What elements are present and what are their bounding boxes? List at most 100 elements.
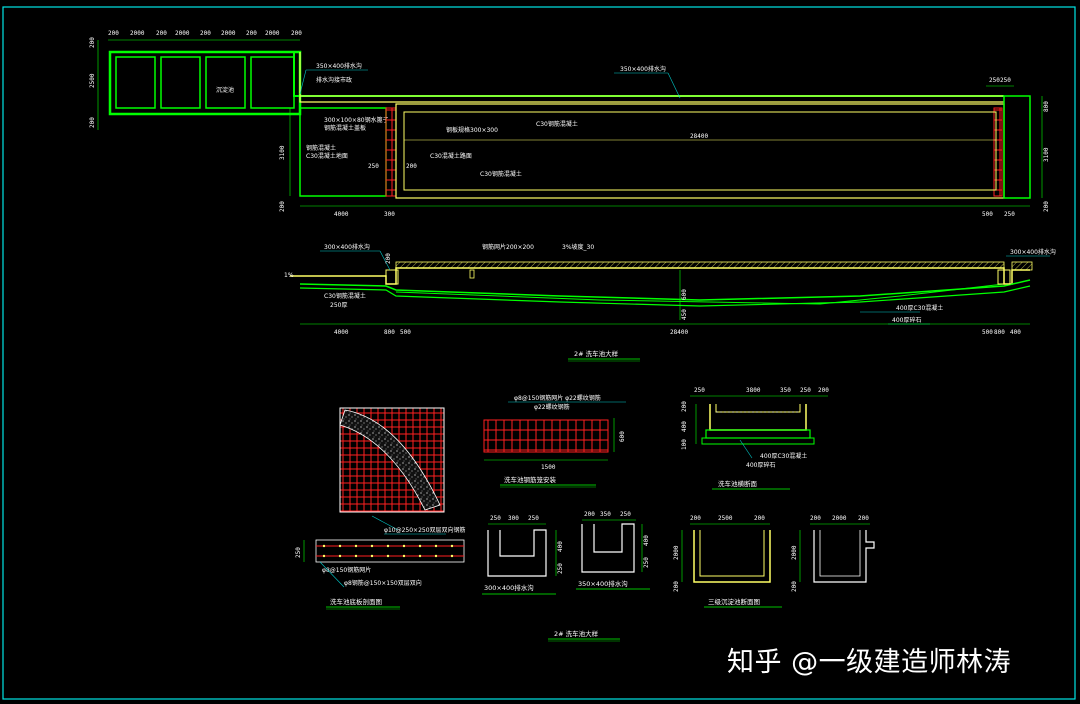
svg-text:2000: 2000 (673, 545, 680, 560)
svg-text:1500: 1500 (541, 464, 556, 471)
svg-text:钢板规格300×300: 钢板规格300×300 (446, 126, 498, 134)
svg-text:500: 500 (982, 329, 993, 336)
svg-text:2000: 2000 (130, 30, 145, 37)
svg-text:200: 200 (89, 117, 96, 128)
svg-text:2000: 2000 (221, 30, 236, 37)
svg-text:300×400排水沟: 300×400排水沟 (324, 243, 370, 251)
svg-text:洗车池横断面: 洗车池横断面 (718, 479, 758, 488)
svg-text:300×100×80钢水篦子: 300×100×80钢水篦子 (324, 116, 389, 124)
sed-label: 沉淀池 (216, 86, 234, 94)
svg-text:300: 300 (384, 211, 395, 218)
detail-sed-2: 200 2000 200 2000 200 (791, 515, 875, 592)
svg-text:200: 200 (89, 37, 96, 48)
svg-text:200: 200 (108, 30, 119, 37)
detail-drain-350: 200 350 250 400 250 350×400排水沟 (576, 511, 650, 590)
detail-mesh: φ10@250×250双层双向钢筋 (339, 407, 466, 535)
svg-text:250: 250 (368, 163, 379, 170)
svg-text:2000: 2000 (265, 30, 280, 37)
svg-text:400厚碎石: 400厚碎石 (892, 316, 921, 324)
svg-text:300×400排水沟: 300×400排水沟 (1010, 248, 1056, 256)
long-section: 300×400排水沟 钢筋网片200×200 3%坡度_30 300×400排水… (284, 243, 1056, 336)
svg-text:4000: 4000 (334, 211, 349, 218)
svg-text:C30混凝土地面: C30混凝土地面 (306, 152, 348, 160)
svg-text:φ8@150钢筋网片 φ22螺纹钢筋: φ8@150钢筋网片 φ22螺纹钢筋 (514, 394, 601, 402)
svg-text:400: 400 (1010, 329, 1021, 336)
svg-text:250: 250 (557, 563, 564, 574)
note-drain-top: 350×400排水沟 (316, 62, 362, 70)
wash-pool-outer (395, 103, 1005, 199)
svg-text:200: 200 (681, 401, 688, 412)
svg-text:200: 200 (858, 515, 869, 522)
svg-text:800: 800 (1043, 101, 1050, 112)
svg-text:φ8@150钢筋网片: φ8@150钢筋网片 (322, 566, 371, 574)
svg-text:600: 600 (681, 289, 688, 300)
svg-text:4000: 4000 (334, 329, 349, 336)
svg-text:200: 200 (1043, 201, 1050, 212)
svg-text:250厚: 250厚 (330, 302, 347, 309)
svg-text:250: 250 (800, 387, 811, 394)
svg-text:250: 250 (989, 77, 1000, 84)
svg-text:250: 250 (620, 511, 631, 518)
svg-text:400厚C30混凝土: 400厚C30混凝土 (760, 452, 807, 460)
svg-text:250: 250 (694, 387, 705, 394)
svg-text:600: 600 (619, 431, 626, 442)
detail-sed-1: 200 2500 200 2000 200 三级沉淀池断面图 (673, 515, 782, 608)
svg-text:200: 200 (584, 511, 595, 518)
svg-text:钢筋网片200×200: 钢筋网片200×200 (482, 243, 534, 251)
note-drain-right: 350×400排水沟 (620, 65, 666, 73)
svg-text:C30钢筋混凝土: C30钢筋混凝土 (324, 292, 366, 300)
svg-text:2000: 2000 (832, 515, 847, 522)
svg-text:250: 250 (528, 515, 539, 522)
sed-tank-outline (108, 50, 302, 116)
svg-text:φ8钢筋@150×150双层双向: φ8钢筋@150×150双层双向 (344, 579, 422, 587)
svg-text:三级沉淀池断面图: 三级沉淀池断面图 (708, 597, 760, 606)
svg-text:钢筋混凝土: 钢筋混凝土 (306, 144, 336, 152)
svg-text:C30混凝土路面: C30混凝土路面 (430, 152, 472, 160)
svg-text:250: 250 (295, 547, 302, 558)
svg-text:排水沟接市政: 排水沟接市政 (316, 76, 352, 84)
detail-channel: 250 3800 350 250 200 200 400 100 400厚C30… (681, 387, 829, 490)
caption-bottom: 2# 洗车池大样 (554, 629, 599, 638)
svg-text:200: 200 (818, 387, 829, 394)
wash-pool-inner (403, 111, 997, 191)
svg-text:3800: 3800 (746, 387, 761, 394)
svg-text:200: 200 (246, 30, 257, 37)
svg-text:300×400排水沟: 300×400排水沟 (484, 583, 534, 592)
svg-text:1%: 1% (284, 272, 294, 279)
svg-text:400: 400 (643, 535, 650, 546)
svg-text:200: 200 (690, 515, 701, 522)
svg-text:500: 500 (982, 211, 993, 218)
svg-text:800: 800 (384, 329, 395, 336)
drawing-frame (2, 6, 1076, 700)
plan-view: 沉淀池 200 2000 200 2000 200 2000 200 2000 … (89, 30, 1050, 218)
svg-text:100: 100 (681, 439, 688, 450)
svg-text:2000: 2000 (791, 545, 798, 560)
svg-text:200: 200 (810, 515, 821, 522)
svg-text:2500: 2500 (718, 515, 733, 522)
svg-text:3100: 3100 (1043, 147, 1050, 162)
svg-text:250: 250 (643, 557, 650, 568)
grate-left (385, 107, 397, 197)
svg-text:洗车池钢筋笼安装: 洗车池钢筋笼安装 (504, 475, 557, 484)
svg-text:200: 200 (156, 30, 167, 37)
svg-text:200: 200 (791, 581, 798, 592)
plan-top-dims: 200 2000 200 2000 200 2000 200 2000 200 (108, 30, 302, 37)
grate-right (993, 107, 1003, 197)
svg-text:φ10@250×250双层双向钢筋: φ10@250×250双层双向钢筋 (384, 526, 466, 534)
detail-slab: 250 φ8@150钢筋网片 φ8钢筋@150×150双层双向 洗车池底板剖面图 (295, 539, 465, 610)
svg-text:200: 200 (754, 515, 765, 522)
svg-text:φ22螺纹钢筋: φ22螺纹钢筋 (534, 403, 570, 411)
watermark: 知乎 @一级建造师林涛 (727, 647, 1012, 678)
dim-total: 28400 (690, 133, 708, 140)
svg-text:200: 200 (279, 201, 286, 212)
svg-text:钢筋混凝土盖板: 钢筋混凝土盖板 (324, 124, 366, 132)
svg-text:200: 200 (200, 30, 211, 37)
svg-text:300: 300 (508, 515, 519, 522)
svg-text:250: 250 (490, 515, 501, 522)
svg-text:400厚碎石: 400厚碎石 (746, 461, 775, 469)
svg-text:350×400排水沟: 350×400排水沟 (578, 579, 628, 588)
svg-text:400: 400 (681, 421, 688, 432)
svg-text:350: 350 (600, 511, 611, 518)
svg-text:450: 450 (681, 309, 688, 320)
